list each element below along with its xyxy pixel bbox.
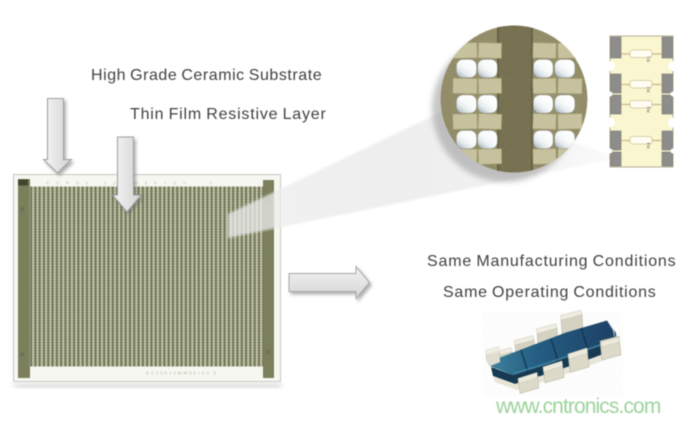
svg-text:R3: R3	[646, 106, 651, 112]
svg-text:R1: R1	[646, 56, 651, 62]
svg-text:R2: R2	[646, 86, 651, 92]
svg-text:DC10K12MW56+0A 5: DC10K12MW56+0A 5	[146, 371, 216, 376]
svg-text:R4: R4	[646, 142, 651, 148]
